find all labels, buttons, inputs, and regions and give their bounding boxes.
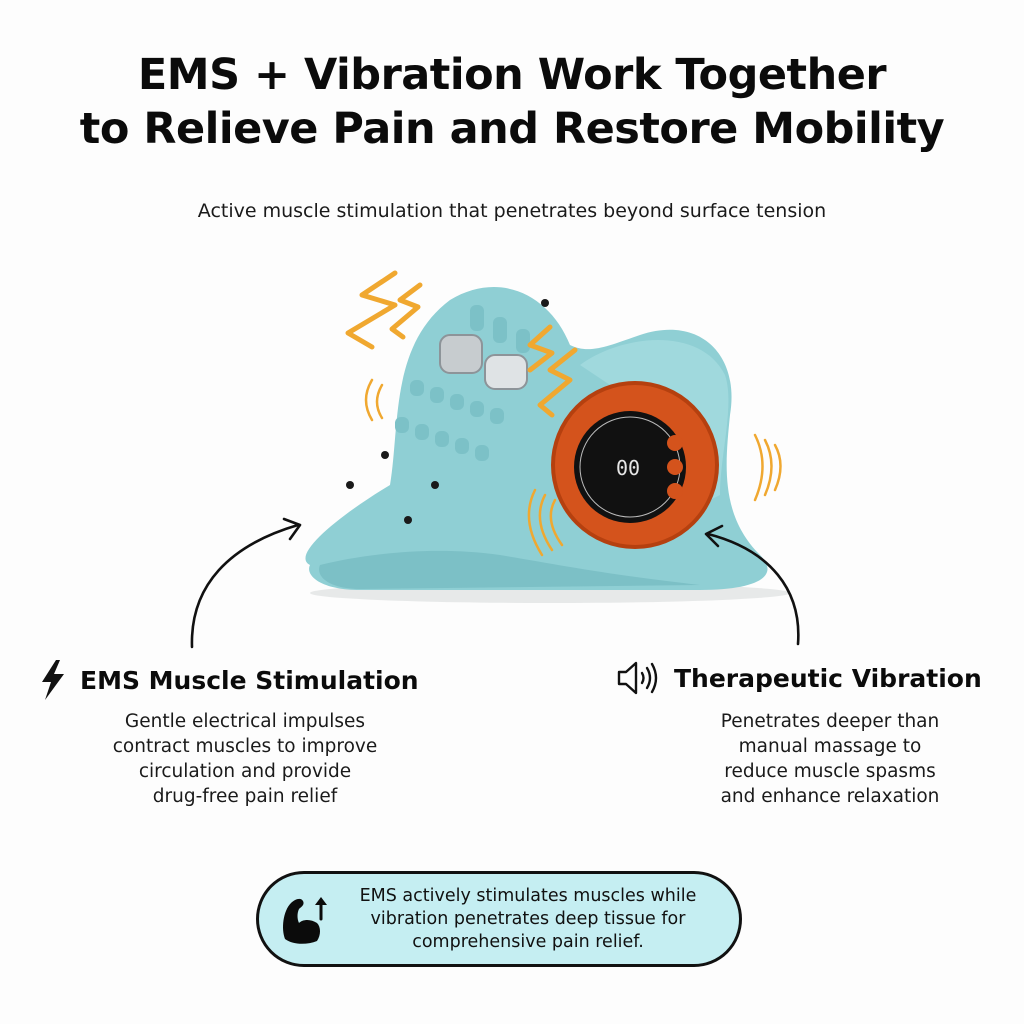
callout-line: vibration penetrates deep tissue for	[370, 908, 686, 929]
feature-ems-title: EMS Muscle Stimulation	[40, 660, 419, 700]
page-title: EMS + Vibration Work Together to Relieve…	[0, 48, 1024, 156]
callout-line: comprehensive pain relief.	[412, 931, 644, 952]
display-reading: 00	[616, 456, 640, 480]
callout-line: EMS actively stimulates muscles while	[359, 885, 697, 906]
feature-ems-title-text: EMS Muscle Stimulation	[80, 665, 419, 695]
desc-line: drug-free pain relief	[152, 786, 338, 807]
flexed-bicep-arrow-up-icon	[283, 897, 327, 944]
feature-vibration-title-text: Therapeutic Vibration	[674, 663, 982, 693]
title-line-2: to Relieve Pain and Restore Mobility	[79, 104, 945, 154]
ems-pointer-arrow	[190, 517, 302, 649]
lightning-bolt-icon	[42, 660, 64, 700]
feature-ems-description: Gentle electrical impulses contract musc…	[60, 709, 430, 809]
desc-line: reduce muscle spasms	[724, 761, 936, 782]
page-subtitle: Active muscle stimulation that penetrate…	[197, 200, 827, 222]
product-image: 00	[305, 270, 790, 603]
desc-line: Penetrates deeper than	[720, 711, 940, 732]
desc-line: contract muscles to improve	[112, 736, 378, 757]
desc-line: manual massage to	[738, 736, 922, 757]
desc-line: circulation and provide	[138, 761, 352, 782]
callout-text: EMS actively stimulates muscles while vi…	[341, 885, 715, 954]
summary-callout: EMS actively stimulates muscles while vi…	[256, 871, 742, 967]
desc-line: Gentle electrical impulses	[124, 711, 366, 732]
vibration-pointer-arrow	[704, 524, 800, 646]
feature-vibration-description: Penetrates deeper than manual massage to…	[640, 709, 1020, 809]
title-line-1: EMS + Vibration Work Together	[137, 50, 887, 100]
desc-line: and enhance relaxation	[720, 786, 940, 807]
feature-vibration-title: Therapeutic Vibration	[616, 660, 982, 696]
speaker-vibration-icon	[617, 661, 658, 695]
